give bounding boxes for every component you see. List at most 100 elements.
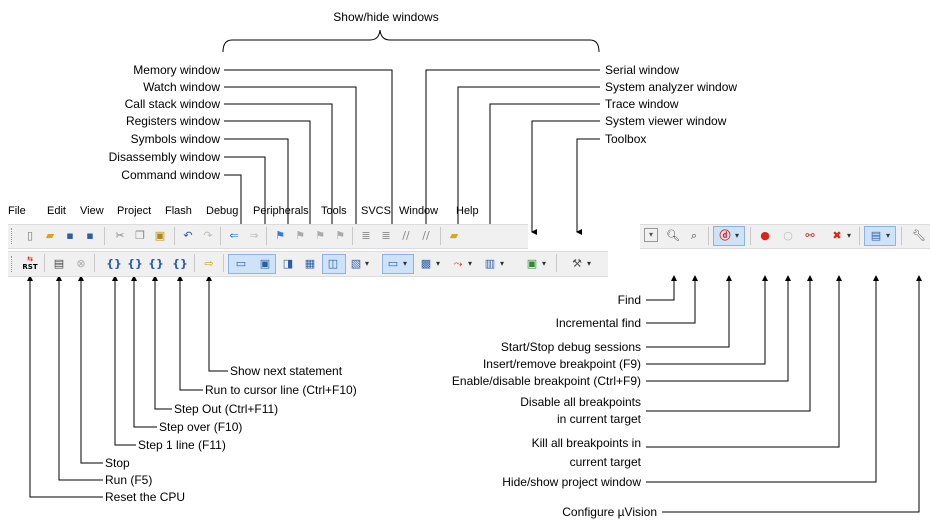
label-run-to-cursor: Run to cursor line (Ctrl+F10) bbox=[205, 383, 357, 397]
project-window-icon[interactable]: ▤ bbox=[870, 229, 882, 242]
run-icon[interactable]: ▤ bbox=[53, 257, 65, 270]
configure-wrench-icon[interactable]: 🔧︎ bbox=[912, 229, 926, 242]
call-stack-window-icon[interactable]: ◫ bbox=[327, 257, 339, 270]
unindent-icon[interactable]: ≣ bbox=[381, 229, 391, 242]
serial-window-icon[interactable]: ▩ bbox=[420, 257, 432, 270]
label-start-stop-debug: Start/Stop debug sessions bbox=[500, 340, 641, 354]
step-out-icon[interactable]: {} bbox=[148, 257, 164, 270]
bookmark-icon[interactable]: ⚑ bbox=[275, 229, 285, 242]
clear-bookmarks-icon[interactable]: ⚑ bbox=[335, 229, 345, 242]
label-serial-window: Serial window bbox=[605, 63, 680, 77]
label-disable-all-breakpoints-1: Disable all breakpoints bbox=[520, 395, 641, 409]
menu-tools[interactable]: Tools bbox=[321, 205, 347, 217]
label-step-1-line: Step 1 line (F11) bbox=[138, 438, 226, 452]
reset-cpu-icon[interactable]: ⇆RST bbox=[22, 255, 38, 271]
disassembly-window-icon[interactable]: ▣ bbox=[259, 257, 271, 270]
label-hide-show-project-window: Hide/show project window bbox=[502, 475, 641, 489]
watch-window-icon[interactable]: ▧ bbox=[350, 257, 362, 270]
menu-file[interactable]: File bbox=[8, 205, 26, 217]
chevron-down-icon[interactable]: ▾ bbox=[365, 259, 370, 268]
copy-icon[interactable]: ❐ bbox=[135, 229, 145, 242]
next-bookmark-icon[interactable]: ⚑ bbox=[315, 229, 325, 242]
menu-svcs[interactable]: SVCS bbox=[361, 205, 391, 217]
combo-dropdown-icon[interactable]: ▾ bbox=[644, 228, 658, 242]
indent-icon[interactable]: ≣ bbox=[361, 229, 371, 242]
paste-icon[interactable]: ▣ bbox=[154, 229, 166, 242]
chevron-down-icon[interactable]: ▾ bbox=[735, 231, 740, 240]
chevron-down-icon[interactable]: ▾ bbox=[886, 231, 891, 240]
chevron-down-icon[interactable]: ▾ bbox=[847, 231, 852, 240]
command-window-icon[interactable]: ▭ bbox=[235, 257, 247, 270]
disable-all-breakpoints-icon[interactable]: ⚯ bbox=[805, 229, 815, 242]
step-line-icon[interactable]: {} bbox=[106, 257, 122, 270]
prev-bookmark-icon[interactable]: ⚑ bbox=[295, 229, 305, 242]
label-step-over: Step over (F10) bbox=[159, 420, 243, 434]
label-watch-window: Watch window bbox=[143, 80, 220, 94]
label-symbols-window: Symbols window bbox=[130, 132, 220, 146]
menu-view[interactable]: View bbox=[80, 205, 104, 217]
kill-all-breakpoints-icon[interactable]: ✖ bbox=[832, 229, 842, 242]
chevron-down-icon[interactable]: ▾ bbox=[587, 259, 592, 268]
menu-window[interactable]: Window bbox=[399, 205, 439, 217]
save-icon[interactable]: ▪ bbox=[66, 229, 74, 242]
label-configure-uvision: Configure µVision bbox=[562, 505, 657, 519]
label-trace-window: Trace window bbox=[605, 97, 679, 111]
heading-show-hide-windows: Show/hide windows bbox=[333, 10, 439, 24]
uncomment-icon[interactable]: // bbox=[422, 229, 430, 242]
enable-breakpoint-icon[interactable]: ○ bbox=[783, 229, 793, 242]
memory-window-icon[interactable]: ▭ bbox=[387, 257, 399, 270]
nav-forward-icon[interactable]: ⇒ bbox=[249, 229, 259, 242]
redo-icon[interactable]: ↷ bbox=[203, 229, 213, 242]
open-file-icon[interactable]: ▰ bbox=[45, 229, 55, 242]
registers-window-icon[interactable]: ▦ bbox=[304, 257, 316, 270]
incremental-find-icon[interactable]: ⌕ bbox=[690, 229, 698, 242]
label-registers-window: Registers window bbox=[125, 114, 220, 128]
label-disassembly-window: Disassembly window bbox=[108, 150, 220, 164]
undo-icon[interactable]: ↶ bbox=[183, 229, 193, 242]
system-viewer-window-icon[interactable]: ▣ bbox=[526, 257, 538, 270]
label-kill-all-breakpoints-2: current target bbox=[569, 455, 641, 469]
label-find: Find bbox=[617, 293, 641, 307]
step-over-icon[interactable]: {} bbox=[127, 257, 143, 270]
debug-toolbar bbox=[8, 251, 608, 277]
label-memory-window: Memory window bbox=[133, 63, 220, 77]
menu-project[interactable]: Project bbox=[117, 205, 152, 217]
system-analyzer-window-icon[interactable]: ⤳ bbox=[453, 257, 463, 270]
label-system-viewer-window: System viewer window bbox=[605, 114, 727, 128]
comment-icon[interactable]: // bbox=[402, 229, 410, 242]
menu-debug[interactable]: Debug bbox=[206, 205, 239, 217]
brace bbox=[222, 29, 600, 53]
label-insert-remove-breakpoint: Insert/remove breakpoint (F9) bbox=[482, 357, 641, 371]
save-all-icon[interactable]: ▪ bbox=[86, 229, 94, 242]
label-incremental-find: Incremental find bbox=[555, 316, 641, 330]
toolbox-icon[interactable]: ⚒ bbox=[572, 257, 582, 270]
chevron-down-icon[interactable]: ▾ bbox=[468, 259, 473, 268]
stop-icon[interactable]: ⊗ bbox=[76, 257, 86, 270]
cut-icon[interactable]: ✂ bbox=[115, 229, 125, 242]
menu-flash[interactable]: Flash bbox=[165, 205, 192, 217]
chevron-down-icon[interactable]: ▾ bbox=[542, 259, 547, 268]
chevron-down-icon[interactable]: ▾ bbox=[436, 259, 441, 268]
new-file-icon[interactable]: ▯ bbox=[26, 229, 34, 242]
chevron-down-icon[interactable]: ▾ bbox=[500, 259, 505, 268]
menu-peripherals[interactable]: Peripherals bbox=[253, 205, 309, 217]
debug-session-icon[interactable]: ⓓ bbox=[719, 229, 731, 242]
label-run: Run (F5) bbox=[105, 473, 153, 487]
find-in-files-icon[interactable]: ▰ bbox=[449, 229, 459, 242]
chevron-down-icon[interactable]: ▾ bbox=[403, 259, 408, 268]
label-show-next-statement: Show next statement bbox=[230, 364, 343, 378]
menu-edit[interactable]: Edit bbox=[47, 205, 66, 217]
run-to-cursor-icon[interactable]: {} bbox=[172, 257, 188, 270]
menu-help[interactable]: Help bbox=[456, 205, 479, 217]
nav-back-icon[interactable]: ⇐ bbox=[229, 229, 239, 242]
show-next-statement-icon[interactable]: ⇨ bbox=[204, 257, 214, 270]
label-reset-cpu: Reset the CPU bbox=[105, 490, 186, 504]
label-step-out: Step Out (Ctrl+F11) bbox=[174, 402, 279, 416]
find-icon[interactable]: 🔍︎ bbox=[666, 229, 680, 242]
label-toolbox: Toolbox bbox=[605, 132, 647, 146]
symbols-window-icon[interactable]: ◨ bbox=[282, 257, 294, 270]
file-toolbar bbox=[8, 224, 528, 249]
insert-breakpoint-icon[interactable]: ● bbox=[760, 229, 770, 242]
trace-window-icon[interactable]: ▥ bbox=[484, 257, 496, 270]
